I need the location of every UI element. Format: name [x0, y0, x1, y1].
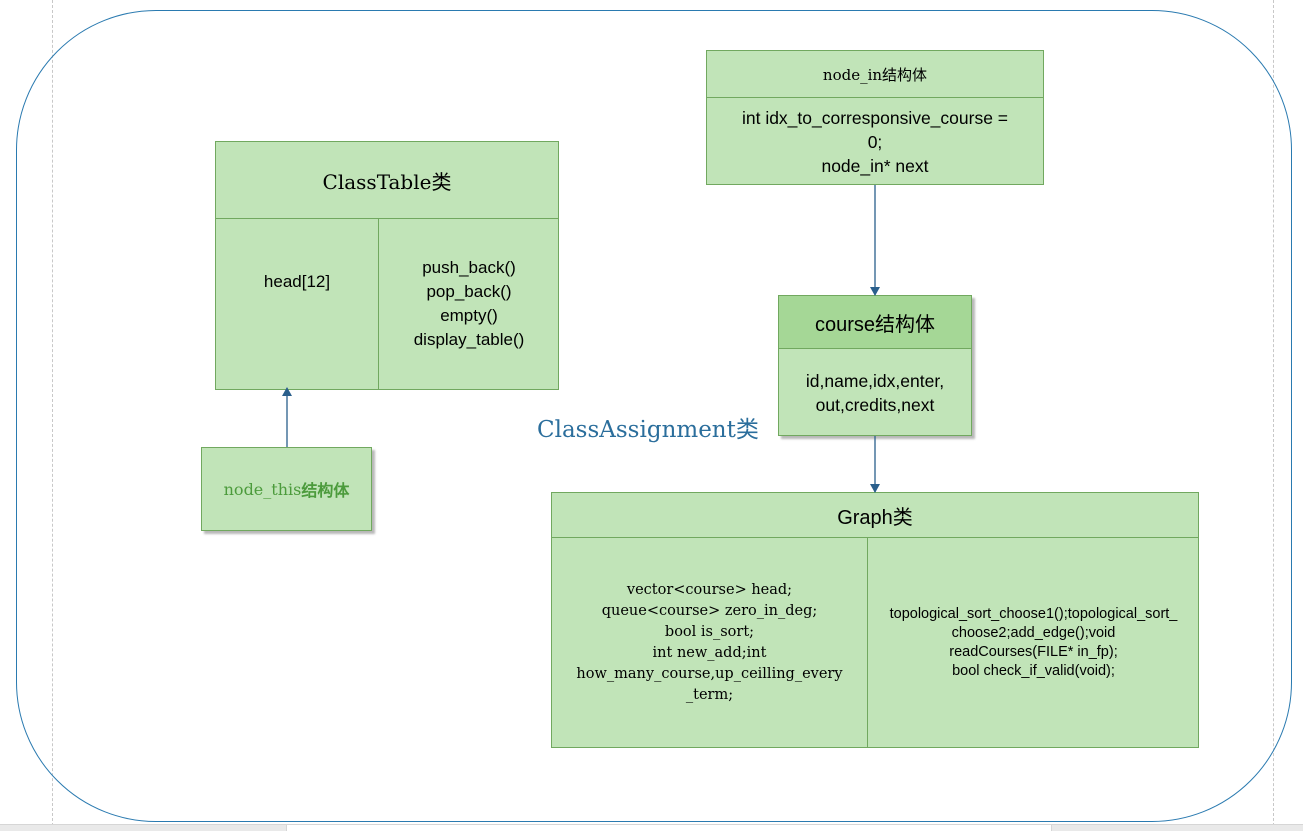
graph-attr-zero-in-deg: queue<course> zero_in_deg;	[601, 603, 818, 619]
graph-attr-term: _term;	[685, 687, 734, 703]
graph-method-add-edge: choose2;add_edge();void	[951, 625, 1116, 641]
node-in-fields: int idx_to_corresponsive_course = 0; nod…	[707, 97, 1043, 186]
course-title: course结构体	[779, 296, 971, 348]
course-fields: id,name,idx,enter, out,credits,next	[779, 348, 971, 437]
graph-box[interactable]: Graph类 vector<course> head; queue<course…	[551, 492, 1199, 748]
canvas-scroll-thumb[interactable]	[286, 825, 1052, 831]
node-in-field-next: node_in* next	[821, 155, 929, 176]
course-fields-line-1: id,name,idx,enter,	[805, 370, 945, 391]
graph-title: Graph类	[837, 506, 913, 529]
class-table-attributes: head[12]	[263, 271, 331, 291]
node-in-title: node_in结构体	[822, 65, 928, 84]
page-guide-left	[52, 0, 53, 831]
class-assignment-container[interactable]	[16, 10, 1292, 822]
graph-divider	[552, 537, 1198, 538]
node-in-box[interactable]: node_in结构体 int idx_to_corresponsive_cour…	[706, 50, 1044, 185]
graph-methods: topological_sort_choose1();topological_s…	[867, 537, 1200, 749]
graph-attr-how-many: how_many_course,up_ceilling_every	[576, 666, 843, 682]
course-box[interactable]: course结构体 id,name,idx,enter, out,credits…	[778, 295, 972, 436]
node-this-name: node_this	[223, 479, 302, 499]
graph-attr-new-add: int new_add;int	[652, 645, 767, 661]
graph-method-check-valid: bool check_if_valid(void);	[952, 663, 1115, 679]
class-assignment-label: ClassAssignment类	[537, 417, 759, 443]
node-this-kind: 结构体	[301, 483, 350, 500]
node-in-divider	[707, 97, 1043, 98]
course-divider	[779, 348, 971, 349]
class-table-box[interactable]: ClassTable类 head[12] push_back() pop_bac…	[215, 141, 559, 390]
course-fields-line-2: out,credits,next	[815, 394, 935, 415]
node-in-field-idx-default: 0;	[867, 131, 883, 152]
graph-method-sort: topological_sort_choose1();topological_s…	[889, 606, 1178, 622]
method-display-table: display_table()	[413, 330, 525, 349]
class-table-divider	[216, 218, 558, 219]
graph-attr-is-sort: bool is_sort;	[664, 624, 755, 640]
method-empty: empty()	[440, 306, 498, 325]
graph-attr-head: vector<course> head;	[626, 582, 793, 598]
graph-method-read-courses: readCourses(FILE* in_fp);	[949, 644, 1118, 660]
graph-column-divider	[867, 537, 868, 747]
node-in-field-idx: int idx_to_corresponsive_course =	[741, 107, 1009, 128]
method-pop-back: pop_back()	[426, 282, 512, 301]
page-guide-right	[1273, 0, 1274, 831]
class-table-title: ClassTable类	[322, 169, 452, 194]
graph-attributes: vector<course> head; queue<course> zero_…	[552, 537, 867, 749]
class-table-methods: push_back() pop_back() empty() display_t…	[378, 218, 560, 390]
class-table-column-divider	[378, 218, 379, 389]
method-push-back: push_back()	[422, 258, 516, 277]
